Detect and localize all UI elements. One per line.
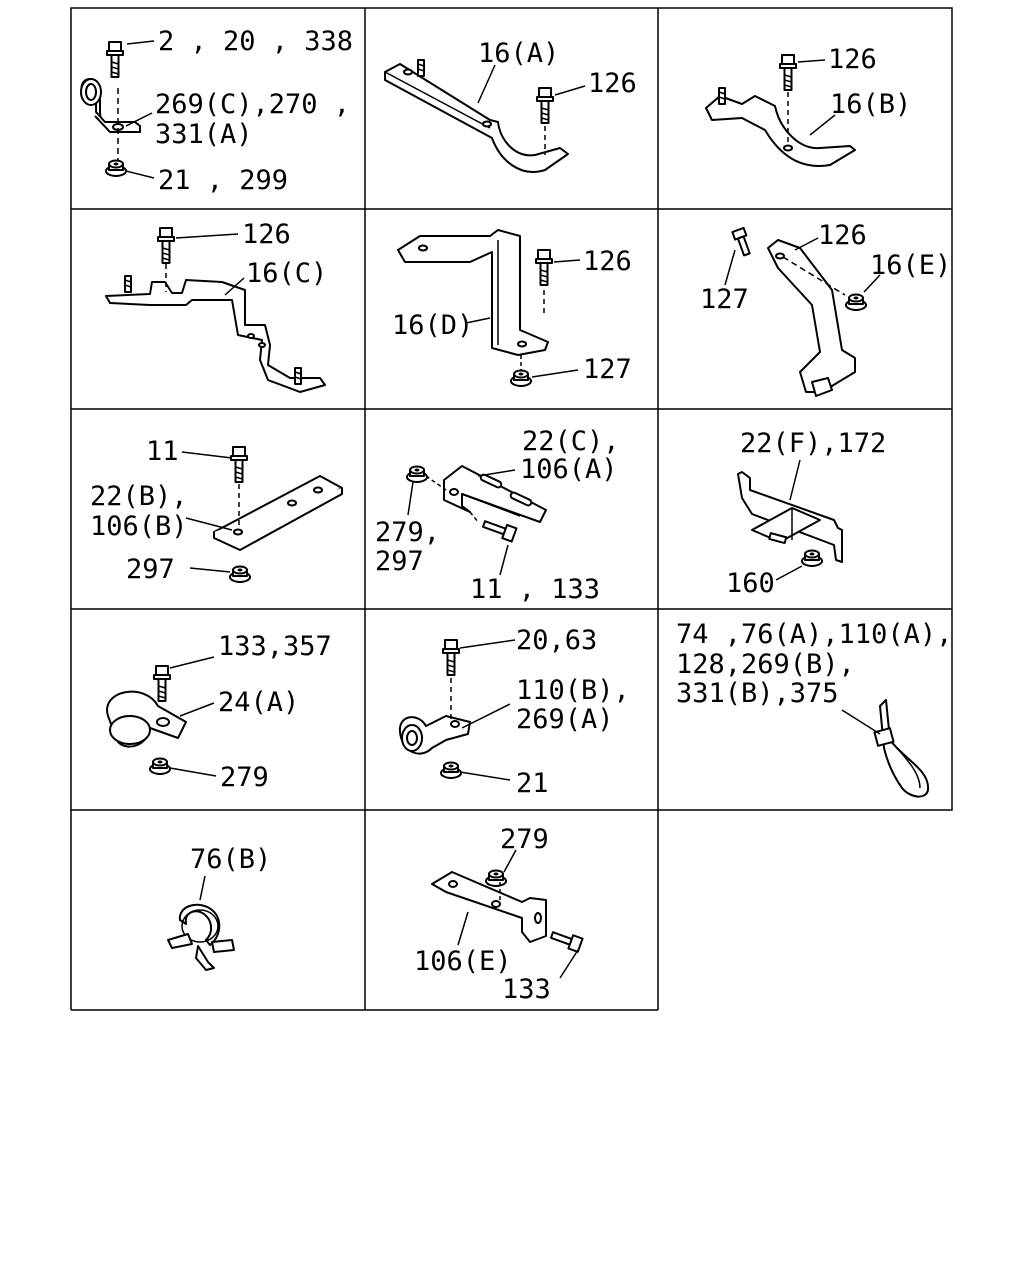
callout-label: 126 (588, 68, 637, 99)
callout-label: 128,269(B), (676, 649, 855, 680)
part-label: 24(A) (218, 687, 299, 718)
part-label: 269(A) (516, 704, 614, 735)
part-label: 22(F),172 (740, 428, 886, 459)
cell-bracket-22c: 22(C), 106(A) 279, 297 11 , 133 (375, 426, 620, 605)
callout-label: 279, (375, 517, 440, 548)
nut-icon (845, 293, 867, 311)
callout-label: 127 (700, 284, 749, 315)
bolt-icon (535, 249, 553, 286)
cell-bracket-16b: 126 16(B) (705, 44, 911, 167)
bolt-icon (157, 227, 175, 264)
stud-icon (294, 367, 302, 385)
part-label: 76(B) (190, 844, 271, 875)
cell-bracket-16a: 16(A) 126 (384, 38, 637, 173)
callout-label: 133,357 (218, 631, 332, 662)
nut-icon (406, 465, 428, 483)
nut-icon (149, 757, 171, 775)
callout-label: 269(C),270 , (155, 89, 350, 120)
callout-label: 21 (516, 768, 549, 799)
part-label: 106(E) (414, 946, 512, 977)
nut-icon (229, 565, 251, 583)
part-label: 16(A) (478, 38, 559, 69)
callout-label: 11 (146, 436, 179, 467)
part-label: 22(C), (522, 426, 620, 457)
cell-bracket-16e: 126 16(E) 127 (700, 220, 951, 397)
callout-label: 279 (500, 824, 549, 855)
cell-bracket-106e: 279 106(E) 133 (414, 824, 584, 1005)
callout-label: 297 (375, 546, 424, 577)
cell-bracket-16d: 126 16(D) 127 (392, 229, 632, 387)
bolt-icon (779, 54, 797, 91)
callout-label: 2 , 20 , 338 (158, 26, 353, 57)
part-label: 16(C) (246, 258, 327, 289)
nut-icon (105, 159, 127, 177)
bolt-icon (153, 665, 171, 702)
cell-cable-tie: 74 ,76(A),110(A), 128,269(B), 331(B),375 (676, 619, 952, 798)
bolt-icon (442, 639, 460, 676)
part-label: 106(B) (90, 511, 188, 542)
stud-icon (718, 87, 726, 105)
callout-label: 16(E) (870, 250, 951, 281)
stud-icon (417, 59, 425, 77)
bolt-icon (536, 87, 554, 124)
part-label: 22(B), (90, 481, 188, 512)
callout-label: 20,63 (516, 625, 597, 656)
callout-label: 21 , 299 (158, 165, 288, 196)
bolt-icon (230, 446, 248, 483)
cell-clip-24a: 133,357 24(A) 279 (106, 631, 332, 793)
callout-label: 126 (242, 219, 291, 250)
part-label: 110(B), (516, 675, 630, 706)
cell-clamp-a: 2 , 20 , 338 269(C),270 , 331(A) 21 , 29… (80, 26, 353, 196)
nut-icon (485, 869, 507, 887)
part-label: 126 (818, 220, 867, 251)
cell-plate-22b: 11 22(B), 106(B) 297 (90, 436, 343, 585)
callout-label: 297 (126, 554, 175, 585)
cell-bracket-16c: 126 16(C) (105, 219, 327, 393)
cell-bracket-22f: 22(F),172 160 (726, 428, 886, 599)
nut-icon (801, 549, 823, 567)
callout-label: 126 (583, 246, 632, 277)
nut-icon (440, 761, 462, 779)
cell-clamp-76b: 76(B) (167, 844, 271, 971)
cell-clip-110b: 20,63 110(B), 269(A) 21 (398, 625, 630, 799)
bolt-icon (106, 41, 124, 78)
part-label: 16(D) (392, 310, 473, 341)
callout-label: 331(B),375 (676, 678, 839, 709)
callout-label: 127 (583, 354, 632, 385)
callout-label: 11 , 133 (470, 574, 600, 605)
callout-label: 160 (726, 568, 775, 599)
callout-label: 331(A) (155, 119, 253, 150)
callout-label: 126 (828, 44, 877, 75)
part-label: 16(B) (830, 89, 911, 120)
callout-label: 133 (502, 974, 551, 1005)
part-label: 106(A) (520, 454, 618, 485)
callout-label: 279 (220, 762, 269, 793)
grid-lines (70, 7, 953, 1011)
stud-icon (124, 275, 132, 293)
nut-icon (510, 369, 532, 387)
callout-label: 74 ,76(A),110(A), (676, 619, 952, 650)
